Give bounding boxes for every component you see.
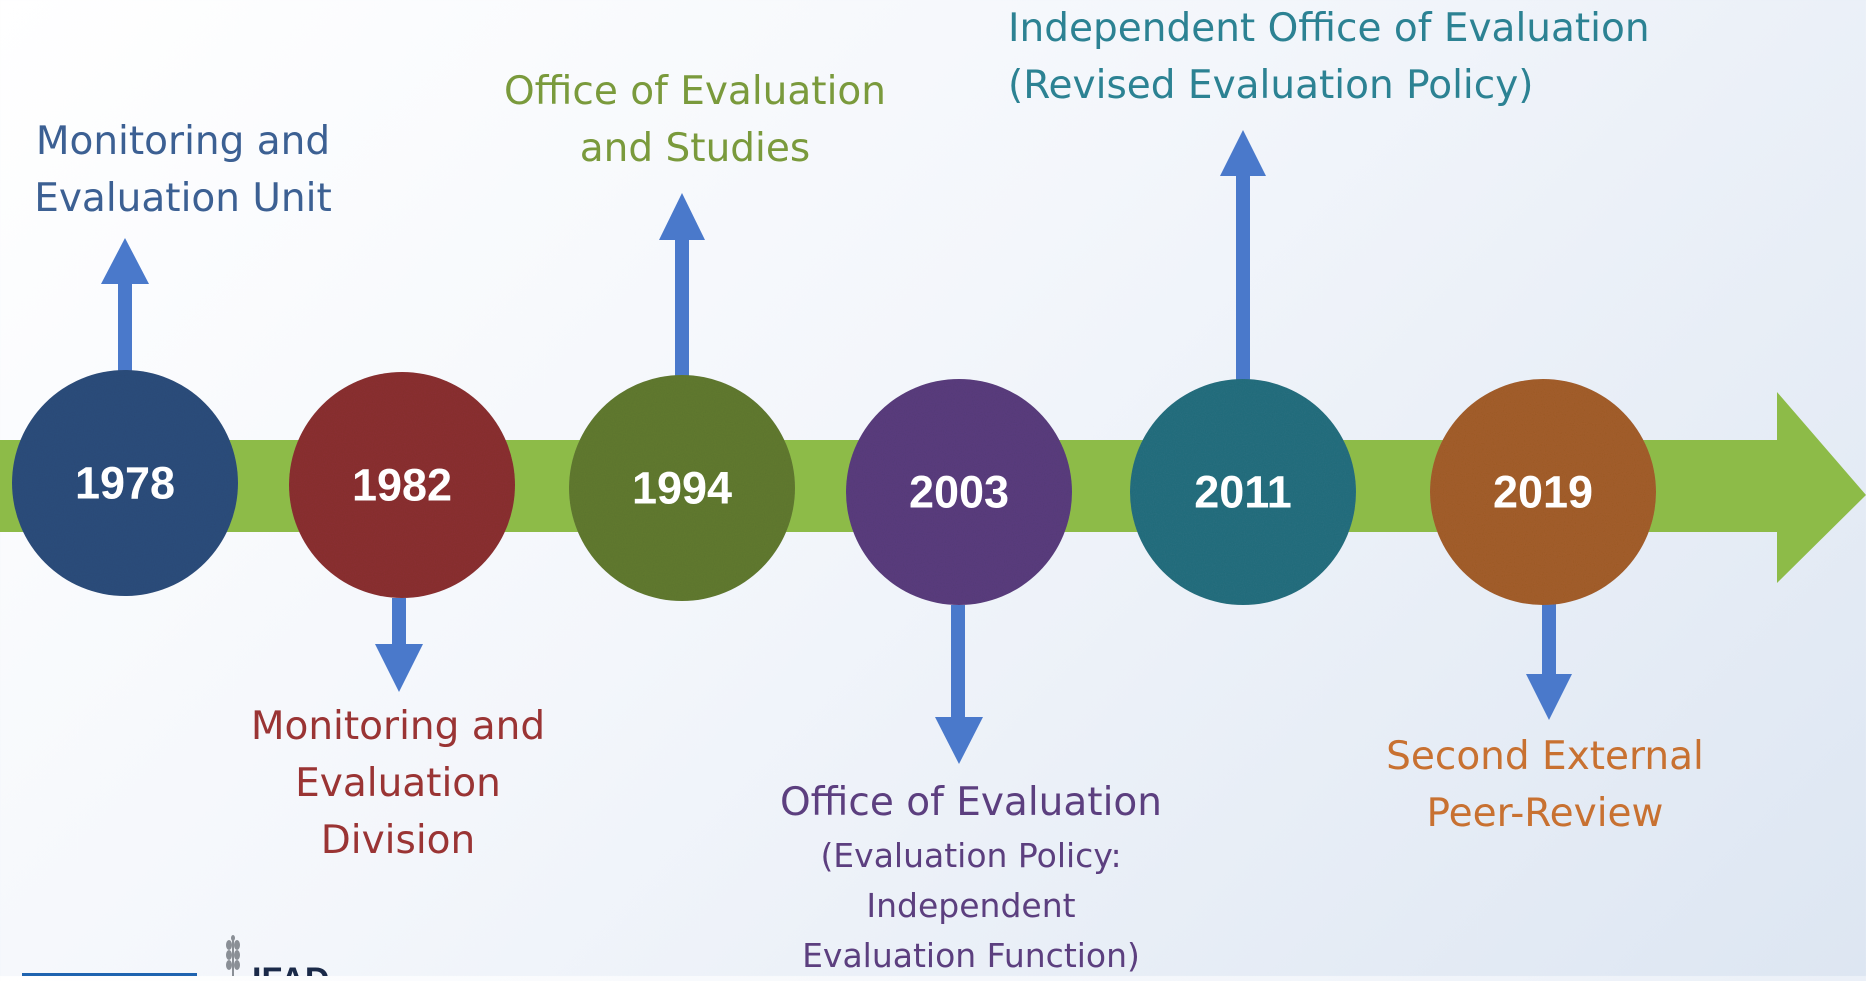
- milestone-line: Office of Evaluation: [779, 780, 1162, 825]
- year-label-1978: 1978: [75, 458, 175, 509]
- milestone-subline: (Evaluation Policy:: [820, 836, 1122, 875]
- connector-arrow-2011: [1220, 130, 1266, 380]
- milestone-label-2003: Office of Evaluation: [721, 774, 1221, 831]
- milestone-line: Monitoring and: [35, 119, 331, 164]
- milestone-line: Office of Evaluation: [503, 69, 886, 114]
- year-circle-1978: [12, 370, 238, 596]
- year-label-2003: 2003: [909, 467, 1009, 518]
- connector-arrow-1994: [659, 193, 705, 377]
- logo-bar: [22, 973, 197, 976]
- milestone-line: Evaluation: [295, 761, 501, 806]
- connector-arrow-2019: [1526, 604, 1572, 720]
- milestone-line: Evaluation Unit: [34, 176, 332, 221]
- year-circle-2011: [1130, 379, 1356, 605]
- logo-text: IFAD: [252, 963, 329, 976]
- year-circle-2003: [846, 379, 1072, 605]
- year-label-2019: 2019: [1493, 467, 1593, 518]
- year-circle-2019: [1430, 379, 1656, 605]
- milestone-line: Monitoring and: [250, 704, 546, 749]
- milestone-line: Independent Office of Evaluation: [1008, 6, 1650, 51]
- milestone-label-2011: Independent Office of Evaluation (Revise…: [1008, 0, 1668, 114]
- year-node-2019: 2019: [1430, 379, 1656, 605]
- year-label-1982: 1982: [352, 460, 452, 511]
- milestone-line: Division: [320, 818, 476, 863]
- milestone-subline: Independent: [866, 886, 1076, 925]
- wheat-icon: [226, 935, 240, 976]
- milestone-subline: Evaluation Function): [802, 936, 1140, 975]
- milestone-line: and Studies: [579, 126, 811, 171]
- year-label-1994: 1994: [632, 463, 732, 514]
- year-node-1978: 1978: [12, 370, 238, 596]
- year-node-2003: 2003: [846, 379, 1072, 605]
- connector-arrow-1978: [101, 238, 149, 372]
- year-node-1994: 1994: [569, 375, 795, 601]
- connector-arrow-1982: [375, 598, 423, 692]
- connector-arrow-2003: [935, 605, 983, 764]
- year-node-1982: 1982: [289, 372, 515, 598]
- milestone-line: Second External: [1386, 734, 1704, 779]
- milestone-label-2019: Second External Peer-Review: [1325, 728, 1765, 842]
- ifad-logo: IFAD: [0, 935, 420, 976]
- milestone-label-1978: Monitoring and Evaluation Unit: [0, 113, 393, 227]
- milestone-label-1994: Office of Evaluation and Studies: [485, 63, 905, 177]
- year-circle-1994: [569, 375, 795, 601]
- year-node-2011: 2011: [1130, 379, 1356, 605]
- milestone-sublabel-2003: (Evaluation Policy: Independent Evaluati…: [721, 831, 1221, 981]
- year-circle-1982: [289, 372, 515, 598]
- milestone-line: (Revised Evaluation Policy): [1008, 63, 1534, 108]
- year-label-2011: 2011: [1194, 467, 1292, 518]
- milestone-line: Peer-Review: [1426, 791, 1664, 836]
- milestone-label-1982: Monitoring and Evaluation Division: [188, 698, 608, 869]
